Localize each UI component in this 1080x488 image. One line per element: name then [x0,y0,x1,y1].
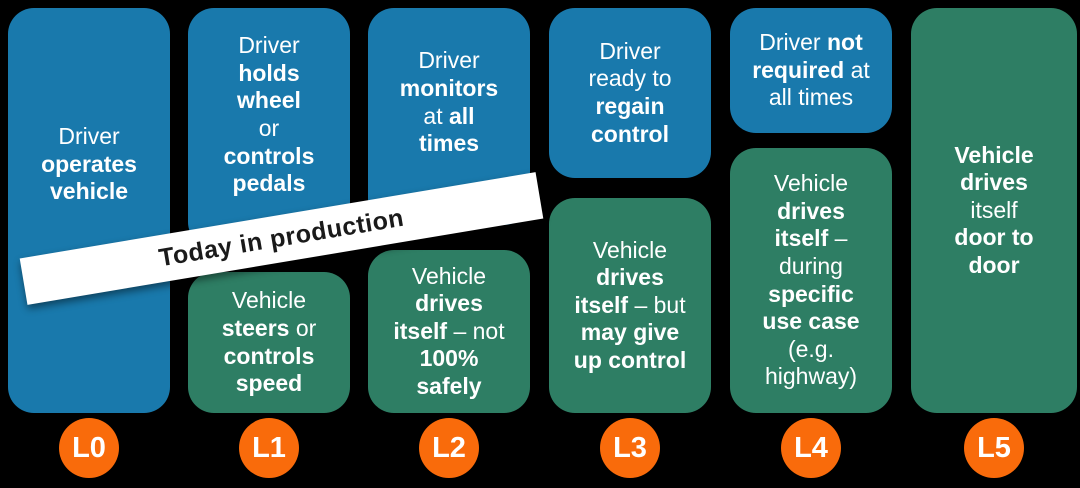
card-line: itself – [774,225,848,252]
card-line: safely [416,372,482,399]
card-line: itself – not [393,317,505,344]
card-line: drives [415,290,483,317]
card-line: highway) [764,363,858,390]
card-line: speed [235,370,303,397]
card-line: may give [580,319,680,346]
card-line: Driver not [759,29,863,56]
card-line: regain [595,93,665,119]
card-line: pedals [232,170,306,197]
card-line: vehicle [50,178,128,205]
card-line: Vehicle [231,287,307,314]
card-line: Driver [418,47,480,74]
card-line: (e.g. [787,335,834,362]
card-line: use case [762,308,860,335]
card-line: door to [954,224,1034,251]
card-line: Vehicle [954,141,1034,168]
card-line: during [779,252,843,279]
card-line: controls [223,342,315,369]
card-line: Driver [599,37,661,64]
card-line: Driver [58,123,120,150]
card-line: steers or [221,314,317,341]
level-badge-l5: L5 [964,418,1024,478]
card-line: specific [768,280,854,307]
card-line: 100% [419,345,479,372]
card-line: Vehicle [773,170,849,197]
card-line: Driver [238,32,300,59]
card-line: ready to [588,65,672,92]
card-line: drives [777,197,845,224]
card-line: or [258,115,280,141]
card-line: Vehicle [592,236,668,263]
card-line: Vehicle [411,262,487,289]
level-badge-l3: L3 [600,418,660,478]
card-line: itself – but [574,291,686,318]
card-line: drives [596,264,664,291]
card-line: operates [41,150,137,177]
card-line: holds [238,59,300,86]
card-line: door [968,251,1020,278]
level-badge-l4: L4 [781,418,841,478]
card-line: monitors [399,74,499,101]
card-line: required at [752,56,870,83]
card-line: all times [768,84,854,111]
card-line: drives [960,169,1028,196]
card-line: itself [970,196,1018,223]
card-line: controls [223,142,315,169]
card-line: wheel [237,87,301,114]
level-badge-l0: L0 [59,418,119,478]
card-line: times [418,130,480,157]
card-line: up control [573,346,687,373]
card-line: control [591,120,669,147]
card-line: at all [423,102,475,129]
level-badge-l1: L1 [239,418,299,478]
level-badge-l2: L2 [419,418,479,478]
